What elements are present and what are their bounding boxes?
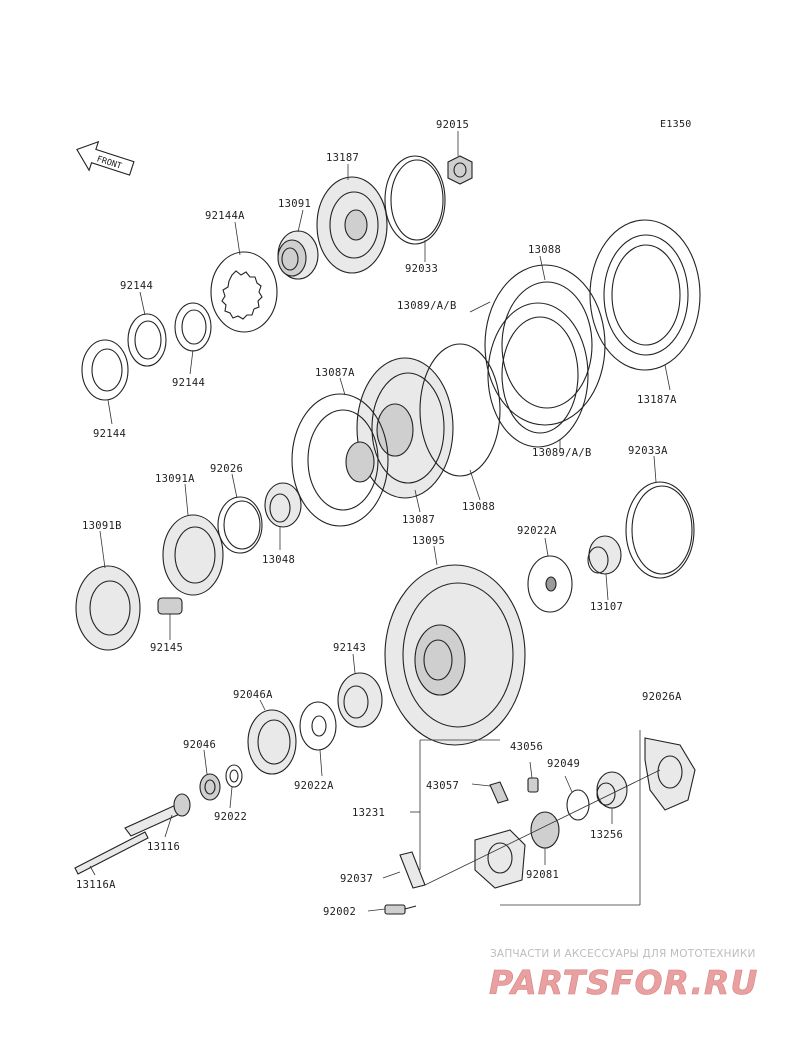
label-92026a: 92026A xyxy=(642,691,682,703)
label-13091: 13091 xyxy=(278,198,311,210)
bolt-43057 xyxy=(489,781,509,804)
seal-92049 xyxy=(566,789,590,821)
label-13107: 13107 xyxy=(590,601,623,613)
washer-92022 xyxy=(225,764,243,788)
washer-92144-large xyxy=(81,339,129,401)
label-92022a-bot: 92022A xyxy=(294,780,334,792)
label-92037: 92037 xyxy=(340,873,373,885)
label-92046: 92046 xyxy=(183,739,216,751)
label-13088-top: 13088 xyxy=(528,244,561,256)
label-13091b: 13091B xyxy=(82,520,122,532)
label-13089-top: 13089/A/B xyxy=(397,300,457,312)
label-92144a: 92144A xyxy=(205,210,245,222)
leader-lines xyxy=(89,131,671,912)
label-13095: 13095 xyxy=(412,535,445,547)
washer-92022a-lower xyxy=(299,701,337,751)
label-92033a: 92033A xyxy=(628,445,668,457)
label-92002: 92002 xyxy=(323,906,356,918)
label-13091a: 13091A xyxy=(155,473,195,485)
pressure-plate-13187 xyxy=(316,176,388,274)
bearing-13091 xyxy=(277,230,319,280)
label-13089-bot: 13089/A/B xyxy=(532,447,592,459)
label-92081: 92081 xyxy=(526,869,559,881)
label-92144-mid: 92144 xyxy=(172,377,205,389)
hub-plate-13087a xyxy=(291,393,389,527)
label-92049: 92049 xyxy=(547,758,580,770)
bearing-13256 xyxy=(596,771,628,809)
label-13256: 13256 xyxy=(590,829,623,841)
release-cylinder-13231 xyxy=(474,829,526,889)
label-92033: 92033 xyxy=(405,263,438,275)
holder-13091a xyxy=(162,514,224,596)
front-arrow-icon: FRONT xyxy=(76,140,135,176)
plate-92144a xyxy=(210,251,278,333)
watermark-subtitle: ЗАПЧАСТИ И АКСЕССУАРЫ ДЛЯ МОТОТЕХНИКИ xyxy=(490,948,756,960)
label-13088-bot: 13088 xyxy=(462,501,495,513)
label-92022: 92022 xyxy=(214,811,247,823)
label-13087: 13087 xyxy=(402,514,435,526)
nut-92015 xyxy=(447,155,473,185)
part-labels: 92015 13187 92033 13091 92144A 92144 921… xyxy=(76,119,682,918)
label-92046a: 92046A xyxy=(233,689,273,701)
label-92145: 92145 xyxy=(150,642,183,654)
label-13116: 13116 xyxy=(147,841,180,853)
steel-plate-13089 xyxy=(487,302,589,448)
label-92143: 92143 xyxy=(333,642,366,654)
watermark-logo-text: PARTSFOR.RU xyxy=(489,963,758,1002)
watermark-logo: PARTSFOR.RU xyxy=(489,963,758,1002)
label-13087a: 13087A xyxy=(315,367,355,379)
label-92022a-top: 92022A xyxy=(517,525,557,537)
washer-92144-small xyxy=(174,302,212,352)
sleeve-13048 xyxy=(264,482,302,528)
washer-92144-mid xyxy=(127,313,167,367)
clutch-hub-13087 xyxy=(356,357,454,499)
pushrod-13116a xyxy=(74,831,149,875)
label-92026: 92026 xyxy=(210,463,243,475)
label-13116a: 13116A xyxy=(76,879,116,891)
pushrod-13116 xyxy=(124,793,191,837)
bleeder-43056 xyxy=(527,777,539,793)
label-43056: 43056 xyxy=(510,741,543,753)
label-13231: 13231 xyxy=(352,807,385,819)
washer-92022a-upper xyxy=(527,555,573,613)
clutch-housing-13095 xyxy=(384,564,526,746)
bolt-92002 xyxy=(384,904,417,915)
label-92144-bot: 92144 xyxy=(93,428,126,440)
friction-plate-13088 xyxy=(484,264,606,426)
circlip-92033 xyxy=(384,155,446,245)
label-13187: 13187 xyxy=(326,152,359,164)
label-92144-top: 92144 xyxy=(120,280,153,292)
label-13187a: 13187A xyxy=(637,394,677,406)
circlip-92026 xyxy=(217,496,263,554)
spring-92145 xyxy=(157,597,183,615)
circlip-92033a xyxy=(625,481,695,579)
friction-plate-13187a xyxy=(589,219,701,371)
plate-13091b xyxy=(75,565,141,651)
label-13048: 13048 xyxy=(262,554,295,566)
label-43057: 43057 xyxy=(426,780,459,792)
bearing-92046a xyxy=(247,709,297,775)
sleeve-13107 xyxy=(587,535,622,575)
cover-92026a xyxy=(644,737,696,811)
rod-92037 xyxy=(399,851,426,889)
bearing-92046 xyxy=(199,773,221,801)
label-92015: 92015 xyxy=(436,119,469,131)
reference-code: E1350 xyxy=(660,119,692,130)
plate-13088-small xyxy=(419,343,501,477)
boot-92081 xyxy=(530,811,560,849)
collar-92143 xyxy=(337,672,383,728)
